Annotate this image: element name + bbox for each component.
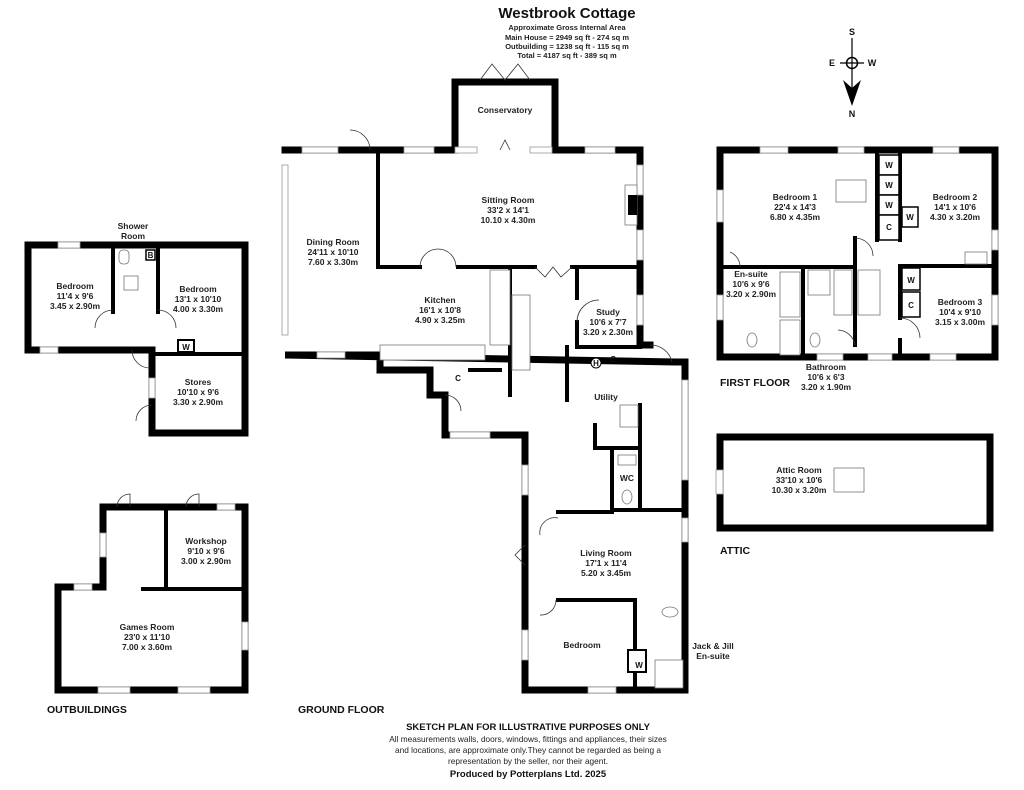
floor-label-first: FIRST FLOOR xyxy=(720,377,790,389)
wardrobe-label: W xyxy=(885,161,893,170)
room-dim-imperial: 10'10 x 9'6 xyxy=(177,387,219,397)
disclaimer-line: All measurements walls, doors, windows, … xyxy=(389,734,667,744)
room-dim-metric: 3.30 x 2.90m xyxy=(173,397,224,407)
room-dim-metric: 4.90 x 3.25m xyxy=(415,315,466,325)
room-dim-imperial: 10'6 x 6'3 xyxy=(807,372,844,382)
area-subtitle: Approximate Gross Internal Area xyxy=(508,23,626,32)
room-label: Bedroom 3 xyxy=(938,297,983,307)
room-dim-imperial: 10'6 x 7'7 xyxy=(589,317,626,327)
room-label: En-suite xyxy=(734,269,768,279)
room-label: Shower xyxy=(118,221,149,231)
wardrobe-label: W xyxy=(182,343,190,352)
room-dim-metric: 3.20 x 2.90m xyxy=(726,289,777,299)
room-dim-imperial: 23'0 x 11'10 xyxy=(124,632,170,642)
room-dim-metric: 10.10 x 4.30m xyxy=(481,215,536,225)
heater-label: H xyxy=(593,359,599,368)
area-main-house: Main House = 2949 sq ft - 274 sq m xyxy=(505,33,629,42)
outbuilding-games-walls xyxy=(54,493,249,694)
room-dim-metric: 10.30 x 3.20m xyxy=(772,485,827,495)
room-label: Bedroom xyxy=(179,284,217,294)
room-dim-imperial: 10'6 x 9'6 xyxy=(732,279,769,289)
area-total: Total = 4187 sq ft - 389 sq m xyxy=(517,51,617,60)
wardrobe-label: W xyxy=(635,661,643,670)
room-dim-metric: 7.60 x 3.30m xyxy=(308,257,359,267)
room-label: Room xyxy=(121,231,146,241)
compass-west: W xyxy=(868,58,877,68)
room-dim-imperial: 11'4 x 9'6 xyxy=(57,291,94,301)
floor-label-attic: ATTIC xyxy=(720,545,751,557)
wardrobe-label: W xyxy=(906,213,914,222)
room-dim-metric: 4.00 x 3.30m xyxy=(173,304,224,314)
wardrobe-label: W xyxy=(907,276,915,285)
compass-south: S xyxy=(849,27,855,37)
compass-east: E xyxy=(829,58,835,68)
room-dim-imperial: 13'1 x 10'10 xyxy=(175,294,222,304)
room-label: Games Room xyxy=(120,622,175,632)
room-dim-imperial: 22'4 x 14'3 xyxy=(774,202,816,212)
room-dim-metric: 3.20 x 2.30m xyxy=(583,327,634,337)
room-label: Study xyxy=(596,307,620,317)
cupboard-label: C xyxy=(610,355,616,364)
room-label: Conservatory xyxy=(478,105,533,115)
wardrobe-label: W xyxy=(885,201,893,210)
room-dim-imperial: 17'1 x 11'4 xyxy=(585,558,627,568)
room-dim-metric: 5.20 x 3.45m xyxy=(581,568,632,578)
cupboard-label: C xyxy=(886,223,892,232)
room-label: Sitting Room xyxy=(482,195,535,205)
room-dim-imperial: 24'11 x 10'10 xyxy=(308,247,359,257)
disclaimer-line: representation by the seller, nor their … xyxy=(448,756,608,766)
first-floor-walls: W W W C W W C xyxy=(716,146,999,361)
attic-walls xyxy=(715,433,994,532)
room-label: Bedroom xyxy=(563,640,601,650)
room-dim-metric: 3.20 x 1.90m xyxy=(801,382,852,392)
room-dim-imperial: 10'4 x 9'10 xyxy=(939,307,981,317)
disclaimer-line: and locations, are approximate only.They… xyxy=(395,745,661,755)
room-label: Bedroom 2 xyxy=(933,192,978,202)
room-label: Jack & Jill xyxy=(692,641,734,651)
outbuilding-cottage-walls: B W xyxy=(24,241,249,437)
room-label: Stores xyxy=(185,377,212,387)
cupboard-label: C xyxy=(455,374,461,383)
room-label: Utility xyxy=(594,392,618,402)
room-label: Dining Room xyxy=(307,237,360,247)
room-dim-metric: 7.00 x 3.60m xyxy=(122,642,173,652)
plan-title: Westbrook Cottage xyxy=(498,5,635,22)
room-dim-imperial: 33'2 x 14'1 xyxy=(487,205,529,215)
room-label: Workshop xyxy=(185,536,226,546)
area-outbuilding: Outbuilding = 1238 sq ft - 115 sq m xyxy=(505,42,629,51)
room-label: Bedroom xyxy=(56,281,94,291)
room-label: Living Room xyxy=(580,548,632,558)
room-dim-imperial: 16'1 x 10'8 xyxy=(419,305,461,315)
disclaimer-heading: SKETCH PLAN FOR ILLUSTRATIVE PURPOSES ON… xyxy=(406,722,651,733)
room-label: WC xyxy=(620,473,634,483)
room-dim-metric: 6.80 x 4.35m xyxy=(770,212,821,222)
room-dim-imperial: 9'10 x 9'6 xyxy=(187,546,224,556)
room-label: En-suite xyxy=(696,651,730,661)
cupboard-label: C xyxy=(908,301,914,310)
room-dim-metric: 3.45 x 2.90m xyxy=(50,301,101,311)
wardrobe-label: W xyxy=(885,181,893,190)
floor-label-outbuildings: OUTBUILDINGS xyxy=(47,704,127,716)
room-label: Bathroom xyxy=(806,362,847,372)
first-floor-closets: W W W C W W C xyxy=(878,154,921,318)
boiler-label: B xyxy=(148,251,154,260)
room-dim-metric: 3.00 x 2.90m xyxy=(181,556,232,566)
producer-credit: Produced by Potterplans Ltd. 2025 xyxy=(450,769,607,780)
room-dim-metric: 3.15 x 3.00m xyxy=(935,317,986,327)
room-dim-imperial: 33'10 x 10'6 xyxy=(776,475,823,485)
room-label: Kitchen xyxy=(424,295,455,305)
floor-label-ground: GROUND FLOOR xyxy=(298,704,385,716)
ground-floor-walls: H C C W xyxy=(281,63,689,694)
compass-icon: S E W N xyxy=(829,27,877,119)
room-dim-metric: 4.30 x 3.20m xyxy=(930,212,981,222)
room-label: Bedroom 1 xyxy=(773,192,818,202)
room-dim-imperial: 14'1 x 10'6 xyxy=(934,202,976,212)
room-label: Attic Room xyxy=(776,465,822,475)
compass-north: N xyxy=(849,109,856,119)
